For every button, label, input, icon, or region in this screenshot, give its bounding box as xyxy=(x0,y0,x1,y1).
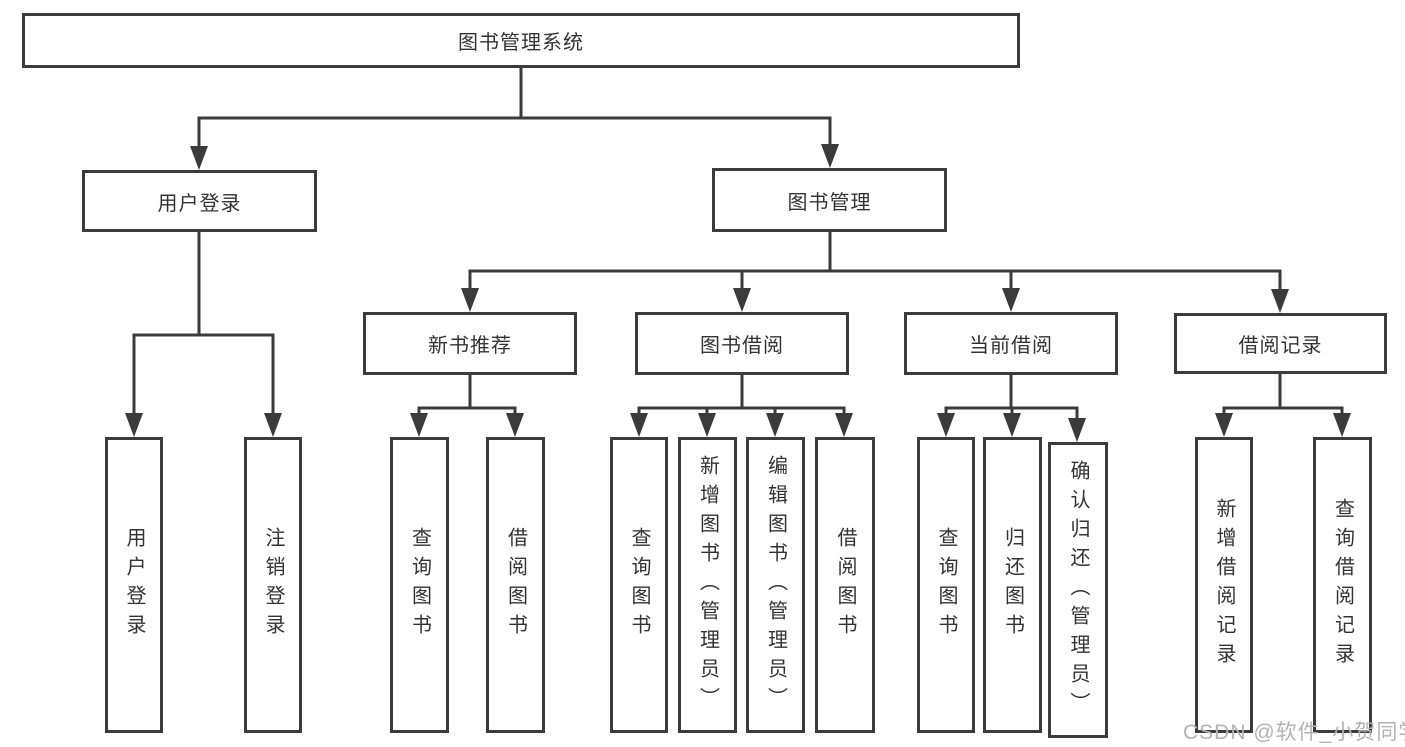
leaf-br-add-record: 新增借阅记录 xyxy=(1195,437,1253,733)
node-current-borrow: 当前借阅 xyxy=(904,312,1118,375)
leaf-bb-add-book-admin: 新增图书（管理员） xyxy=(678,437,737,733)
node-book-borrow: 图书借阅 xyxy=(635,312,849,375)
csdn-watermark: CSDN @软件_小贺同学 xyxy=(1183,721,1405,744)
leaf-cb-return-book: 归还图书 xyxy=(983,437,1042,733)
node-new-book-recommend: 新书推荐 xyxy=(363,312,577,375)
leaf-br-query-record: 查询借阅记录 xyxy=(1313,437,1372,733)
leaf-bb-query-book: 查询图书 xyxy=(610,437,668,733)
leaf-user-login: 用户登录 xyxy=(105,437,163,733)
node-book-management: 图书管理 xyxy=(712,168,947,232)
leaf-cb-query-book: 查询图书 xyxy=(917,437,975,733)
node-root: 图书管理系统 xyxy=(22,13,1020,68)
leaf-bb-edit-book-admin: 编辑图书（管理员） xyxy=(746,437,805,733)
leaf-bb-borrow-book: 借阅图书 xyxy=(815,437,875,733)
leaf-rec-borrow-book: 借阅图书 xyxy=(486,437,545,733)
leaf-rec-query-book: 查询图书 xyxy=(390,437,449,733)
node-borrow-records: 借阅记录 xyxy=(1174,313,1387,374)
leaf-logout-login: 注销登录 xyxy=(244,437,302,733)
leaf-cb-confirm-return-admin: 确认归还（管理员） xyxy=(1048,442,1108,738)
node-user-login: 用户登录 xyxy=(82,170,317,232)
